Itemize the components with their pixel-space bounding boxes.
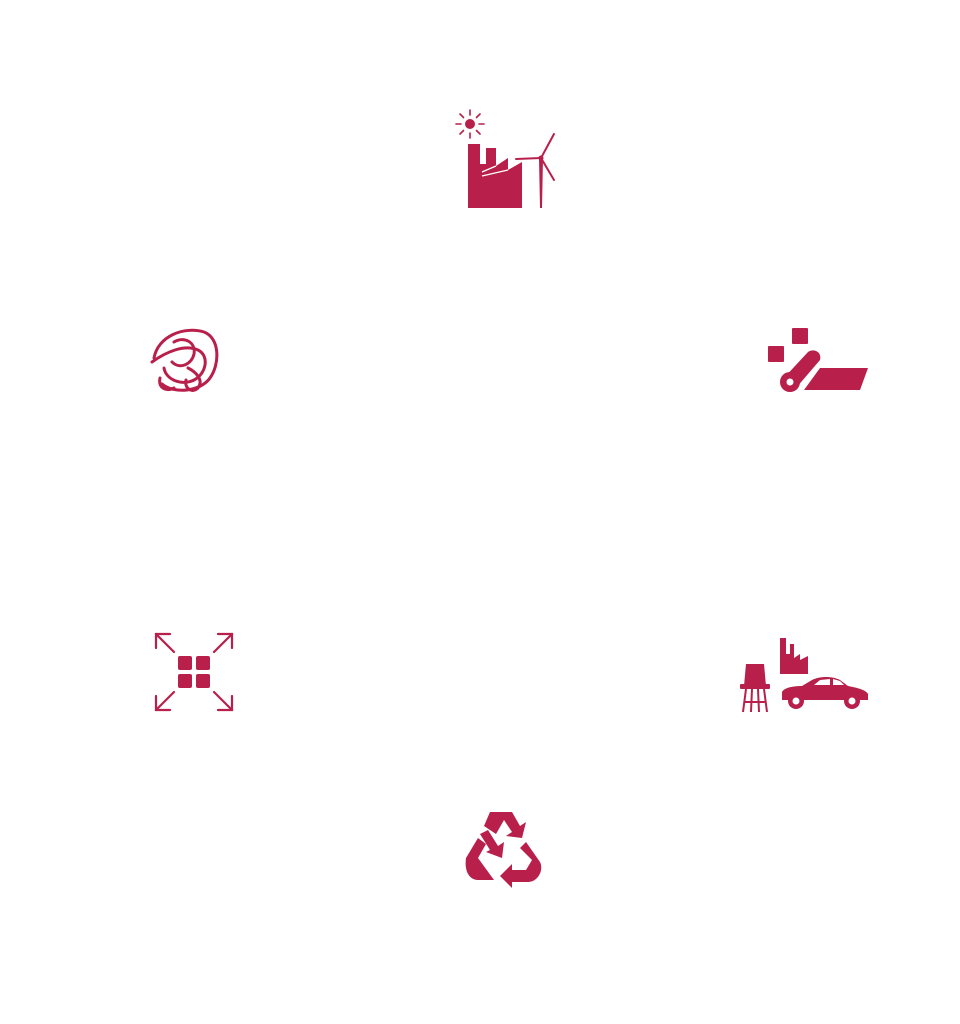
expand-squares-arrows-icon [154, 632, 234, 712]
factory-wind-turbine-sun-icon [455, 109, 555, 208]
recycle-arrows-icon [465, 812, 542, 888]
chair-factory-car-icon [740, 638, 868, 713]
tangled-fiber-icon [150, 328, 219, 392]
fabric-roll-cubes-icon [768, 328, 868, 392]
